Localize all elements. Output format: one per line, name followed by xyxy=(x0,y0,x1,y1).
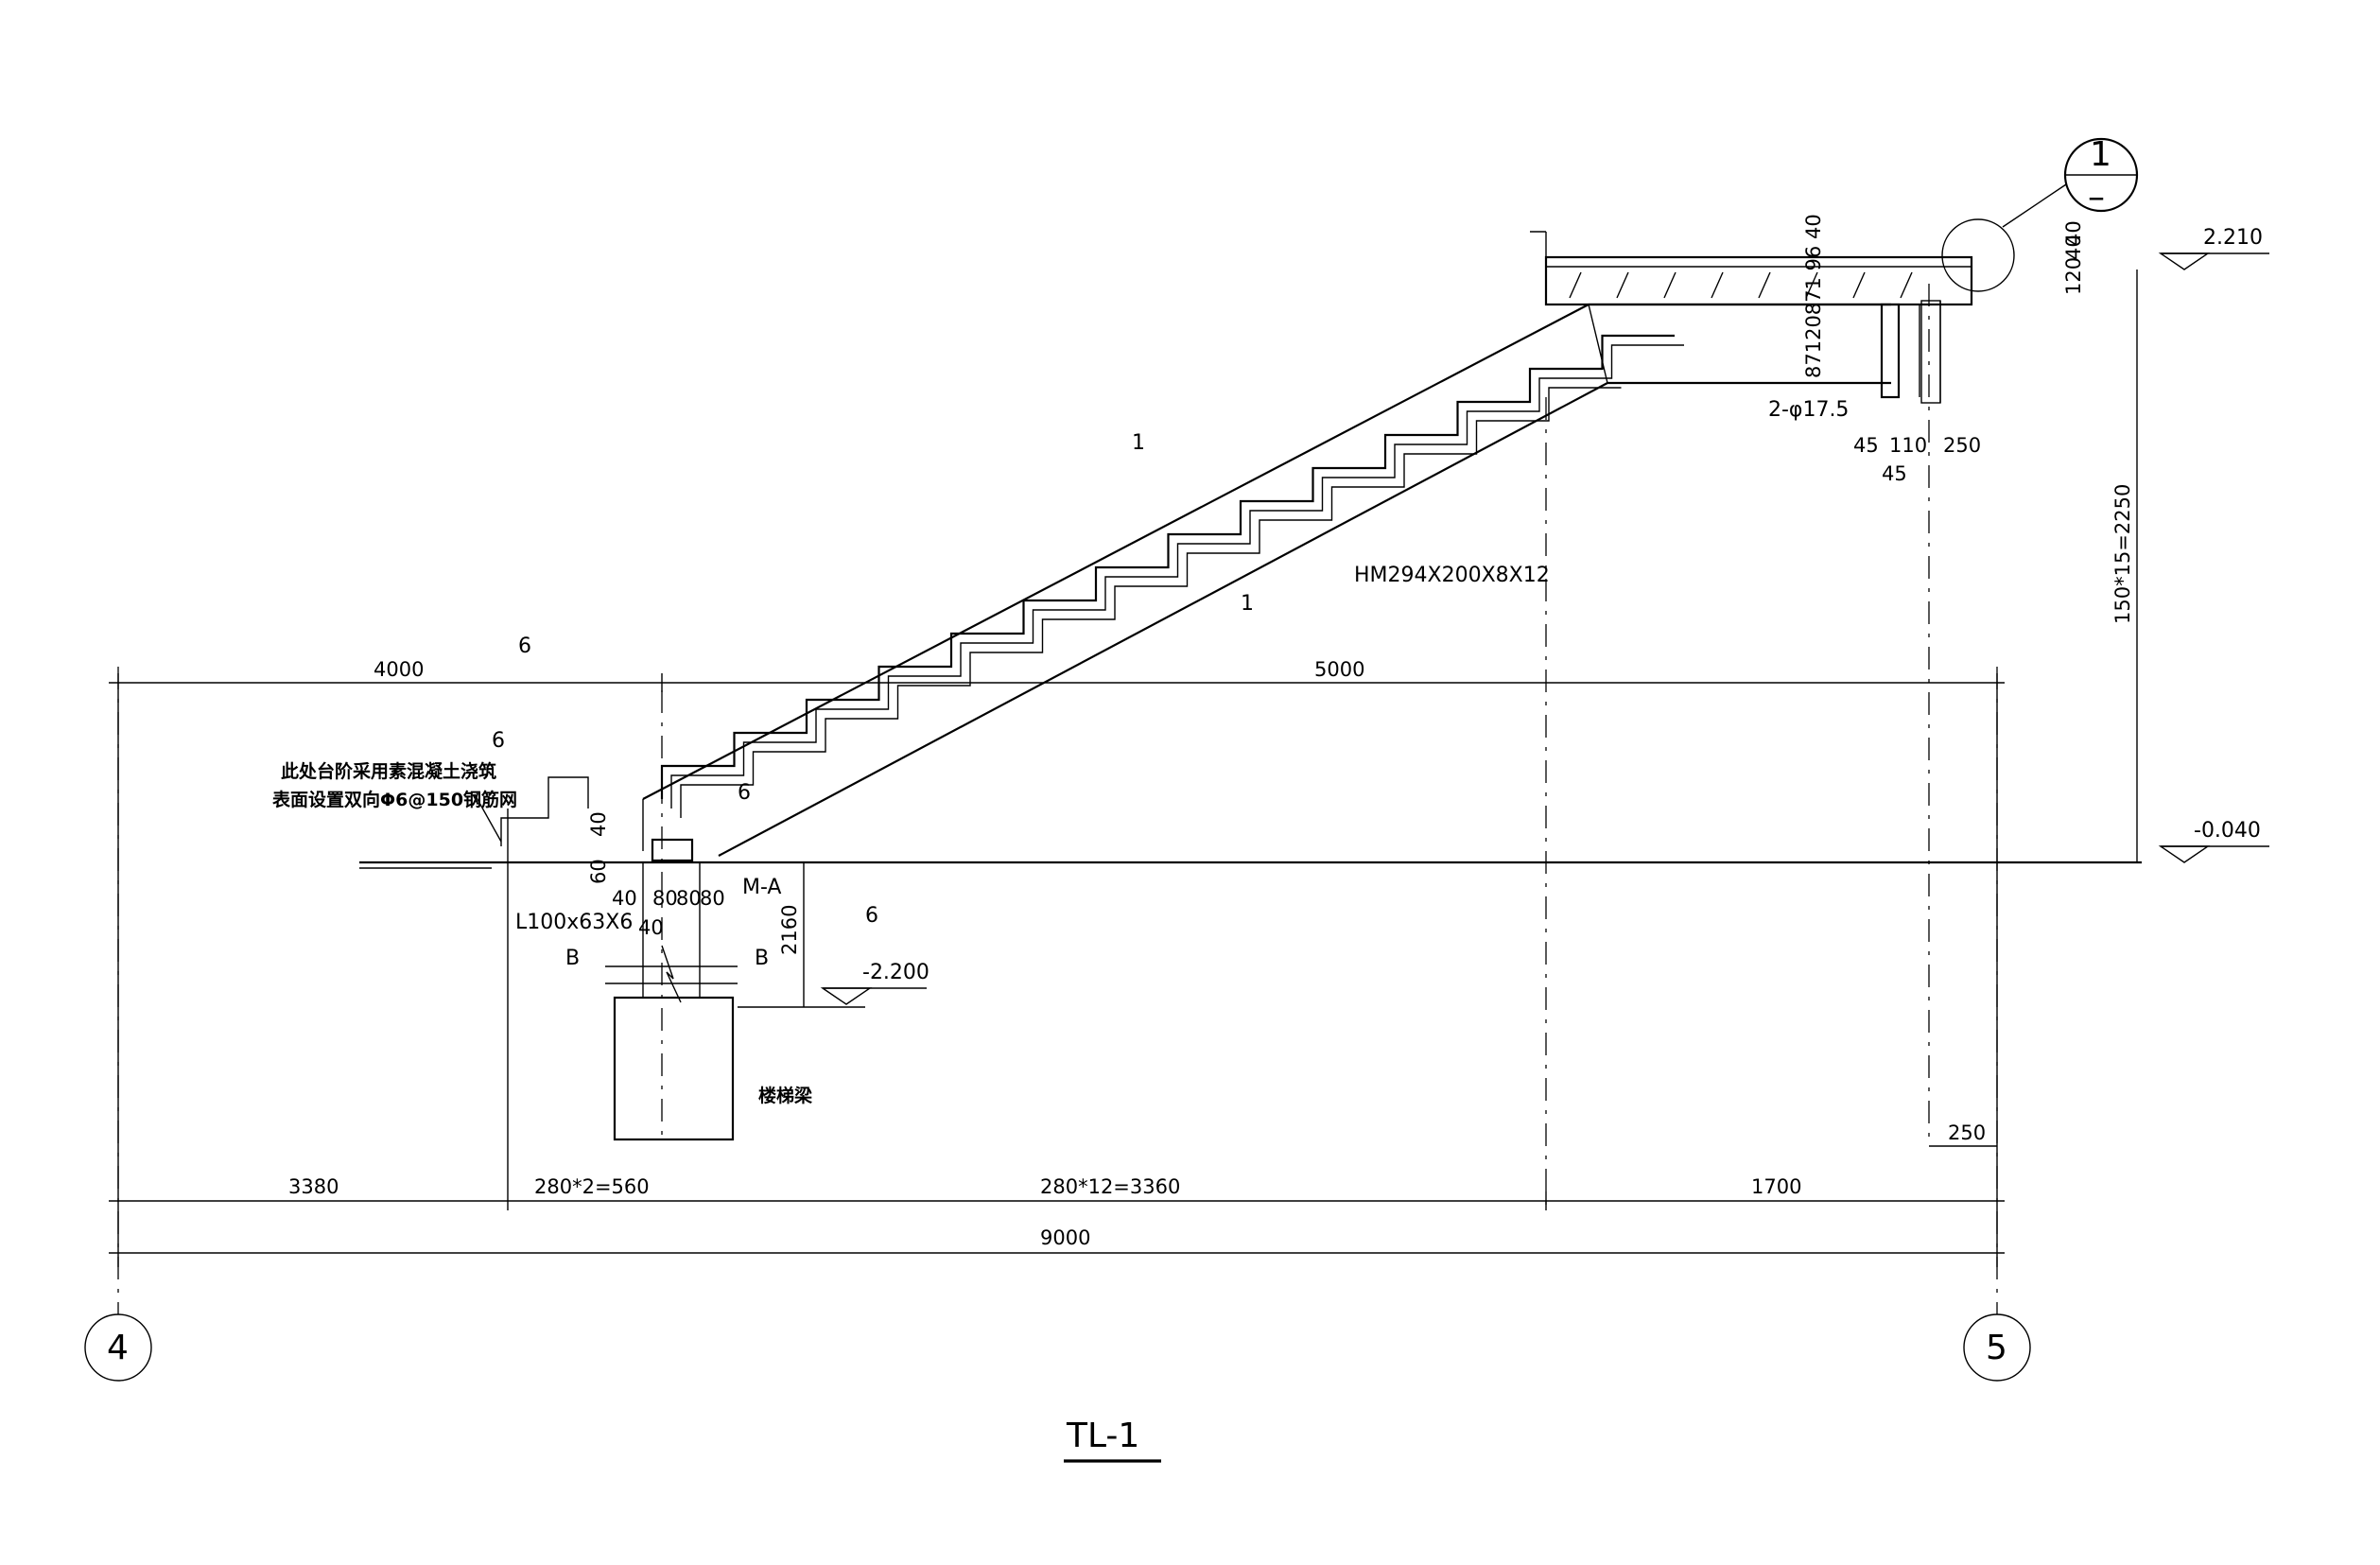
dim-base-80b: 80 xyxy=(676,887,702,910)
elev-top: 2.210 xyxy=(2203,226,2263,250)
note-line-2: 表面设置双向Φ6@150钢筋网 xyxy=(272,789,517,810)
dim-foundation-depth: 2160 xyxy=(778,905,801,955)
label-bolts: 2-φ17.5 xyxy=(1768,398,1849,422)
elevation-markers xyxy=(820,252,2269,1005)
drawing-title: TL-1 xyxy=(1066,1417,1139,1455)
stringer-beam xyxy=(642,303,1891,857)
dim-total: 9000 xyxy=(1040,1226,1090,1249)
dim-base-80c: 80 xyxy=(700,887,725,910)
dim-small-60: 60 xyxy=(587,859,610,884)
dim-bottom-3: 280*12=3360 xyxy=(1040,1175,1180,1198)
weld-symbol-2: 6 xyxy=(492,729,505,753)
label-beam: HM294X200X8X12 xyxy=(1354,564,1550,587)
weld-symbol-1: 6 xyxy=(518,635,531,658)
label-angle: L100x63X6 xyxy=(515,911,633,934)
grid-axis-right: 5 xyxy=(1986,1329,2007,1367)
section-mark-lower: 1 xyxy=(1241,592,1254,616)
grid-bubbles xyxy=(84,1313,2031,1382)
dim-plate-45a: 45 xyxy=(1853,434,1879,457)
dim-column-width: 250 xyxy=(1948,1122,1986,1144)
dim-upper-left: 4000 xyxy=(374,658,424,681)
dim-bottom-2: 280*2=560 xyxy=(534,1175,650,1198)
dim-plate-250: 250 xyxy=(1943,434,1981,457)
dim-base-40a: 40 xyxy=(612,887,637,910)
dim-plate-45b: 45 xyxy=(1882,462,1907,485)
dim-plate-vertical: 87120871 96 40 xyxy=(1802,214,1825,378)
dim-upper-right: 5000 xyxy=(1314,658,1364,681)
detail-callout xyxy=(1941,137,2139,292)
section-mark-upper: 1 xyxy=(1132,431,1145,455)
grid-axis-left: 4 xyxy=(107,1329,129,1367)
dim-small-40: 40 xyxy=(587,811,610,837)
callout-sheet: – xyxy=(2088,178,2105,217)
weld-symbol-4: 6 xyxy=(865,904,878,928)
elev-ground: -0.040 xyxy=(2194,819,2261,843)
landing-slab xyxy=(1530,231,1973,306)
weld-symbol-3: 6 xyxy=(738,781,751,805)
dim-plate-110: 110 xyxy=(1889,434,1927,457)
dim-landing-40a: 40 xyxy=(2062,235,2085,260)
note-leader xyxy=(474,793,502,843)
section-b-right: B xyxy=(755,947,769,970)
dimension-lines xyxy=(109,270,2138,1267)
dim-bottom-1: 3380 xyxy=(288,1175,339,1198)
elev-foundation: -2.200 xyxy=(862,961,929,984)
end-plate xyxy=(1880,300,1941,404)
dim-height: 150*15=2250 xyxy=(2111,484,2134,624)
note-line-1: 此处台阶采用素混凝土浇筑 xyxy=(281,760,496,782)
dim-bottom-4: 1700 xyxy=(1751,1175,1801,1198)
dim-base-80a: 80 xyxy=(652,887,678,910)
concrete-steps xyxy=(500,776,589,846)
dim-base-40b: 40 xyxy=(638,916,664,939)
stair-treads xyxy=(660,334,1684,818)
dim-landing-120: 120 xyxy=(2062,257,2085,295)
callout-number: 1 xyxy=(2090,135,2111,174)
label-stair-beam: 楼梯梁 xyxy=(758,1085,813,1106)
label-plate: M-A xyxy=(742,876,782,899)
ground-line xyxy=(359,861,2142,869)
section-b-left: B xyxy=(565,947,580,970)
dim-landing-40b: 40 xyxy=(2062,220,2085,246)
bottom-support xyxy=(605,838,738,1141)
